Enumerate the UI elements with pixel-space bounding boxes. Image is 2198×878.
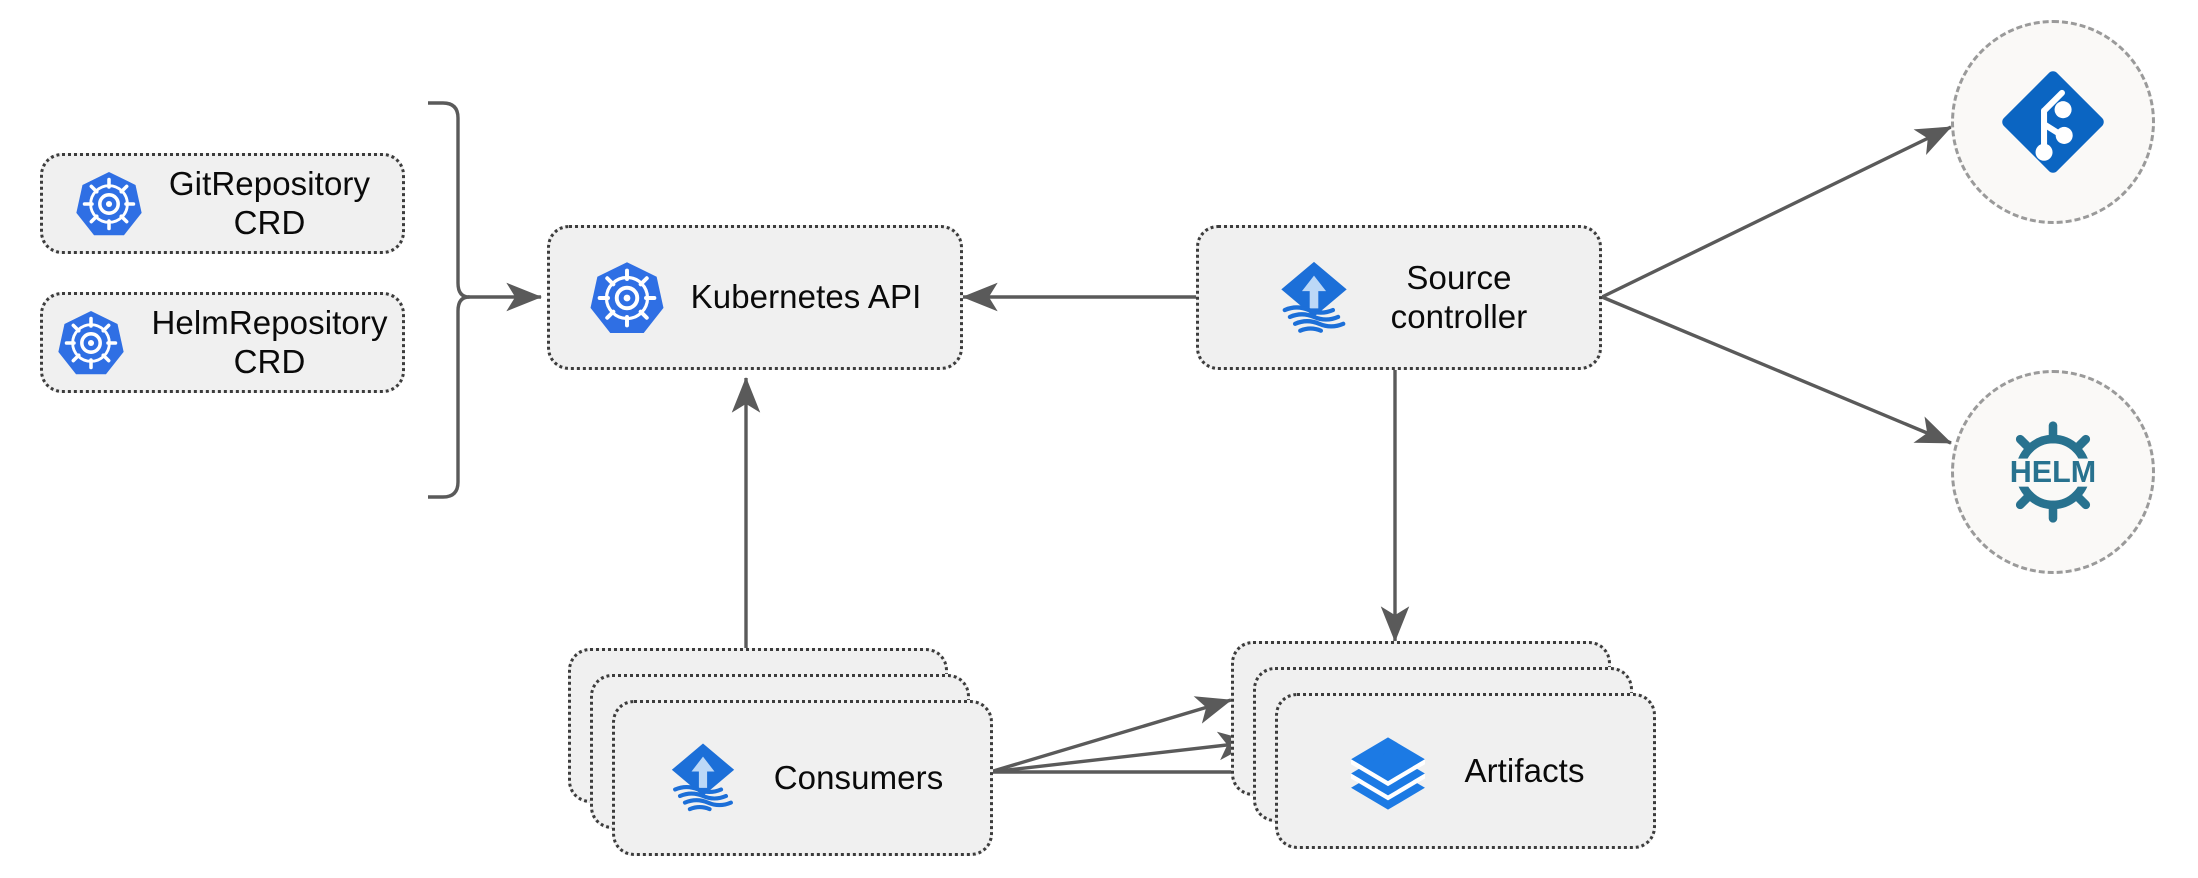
node-artifacts[interactable]: Artifacts	[1231, 641, 1656, 856]
kubernetes-icon	[58, 310, 125, 374]
layers-icon	[1351, 737, 1426, 810]
edge-source-controller-to-git	[1601, 125, 1952, 299]
crd-group-bracket	[428, 101, 471, 499]
node-helm-source[interactable]: HELM	[1951, 370, 2155, 574]
edge-consumers-to-artifacts-2	[989, 731, 1255, 774]
consumers-stack-card-front[interactable]: Consumers	[612, 700, 993, 856]
edge-consumers-to-artifacts-1	[989, 696, 1232, 774]
node-label: Kubernetes API	[690, 278, 922, 316]
node-kubernetes-api[interactable]: Kubernetes API	[547, 225, 963, 370]
node-consumers[interactable]: Consumers	[568, 648, 993, 858]
helm-wordmark: HELM	[2010, 455, 2096, 489]
kubernetes-icon	[76, 171, 142, 235]
kubernetes-icon	[590, 261, 664, 333]
flux-icon	[1280, 261, 1347, 333]
node-label: HelmRepository CRD	[151, 303, 388, 380]
node-label: Artifacts	[1464, 751, 1585, 789]
helm-icon: HELM	[2001, 421, 2105, 523]
node-git-source[interactable]	[1951, 20, 2155, 224]
node-helmrepository-crd[interactable]: HelmRepository CRD	[40, 292, 405, 393]
node-label: GitRepository CRD	[168, 164, 371, 241]
artifacts-stack-card-front[interactable]: Artifacts	[1275, 693, 1656, 849]
node-source-controller[interactable]: Source controller	[1196, 225, 1602, 370]
node-gitrepository-crd[interactable]: GitRepository CRD	[40, 153, 405, 254]
node-label: Source controller	[1390, 258, 1528, 335]
edge-source-controller-to-helm	[1601, 295, 1952, 445]
flux-icon	[671, 743, 734, 812]
git-icon	[2002, 71, 2104, 173]
node-label: Consumers	[773, 758, 944, 796]
